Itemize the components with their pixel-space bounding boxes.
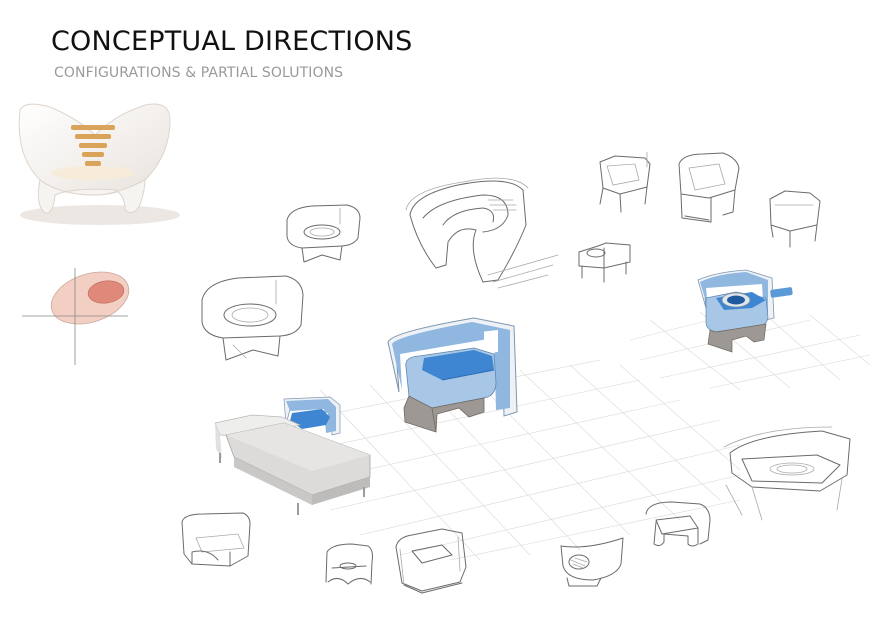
- sketch-bottom-chair-4: [557, 536, 627, 588]
- reference-chair-render: [5, 95, 185, 230]
- sketch-large-hex-seat: [722, 425, 862, 525]
- sketch-corner-chair-legs: [595, 152, 657, 217]
- sketch-seat-small: [282, 200, 364, 265]
- sketch-hex-chair: [765, 185, 825, 250]
- page-subtitle: CONFIGURATIONS & PARTIAL SOLUTIONS: [54, 65, 344, 81]
- sketch-corner-chair-box: [675, 150, 745, 225]
- sketch-bottom-chair-1: [178, 508, 258, 573]
- render-chair-washbasin: [696, 268, 796, 360]
- sketch-bottom-chair-2: [322, 542, 377, 592]
- render-bed-with-chair: [212, 395, 377, 520]
- sketch-shell-chair: [398, 170, 563, 295]
- sketch-bench: [576, 240, 634, 285]
- sketch-seat-large: [198, 270, 308, 365]
- sketch-bottom-chair-3: [392, 527, 472, 597]
- positioning-diagram: [20, 260, 135, 370]
- sketch-bottom-chair-5: [642, 498, 714, 558]
- page-title: CONCEPTUAL DIRECTIONS: [51, 26, 413, 57]
- render-chair-blue: [384, 312, 524, 447]
